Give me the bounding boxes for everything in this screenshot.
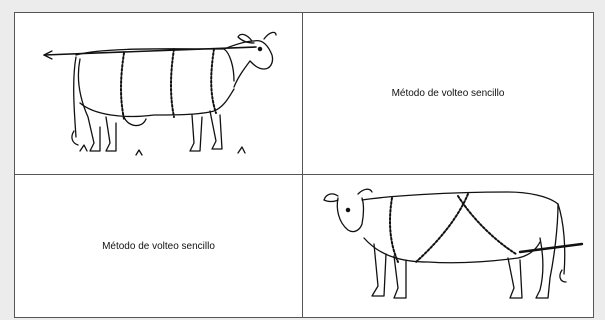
cow-illustration-bottom (323, 188, 584, 299)
figure-table: Método de volteo sencillo Método de volt… (14, 12, 594, 318)
cow-illustration-top (42, 31, 277, 156)
table-divider-horizontal (15, 174, 593, 175)
caption-top-right: Método de volteo sencillo (391, 88, 505, 99)
cell-top-left (15, 13, 302, 174)
cell-bottom-right (303, 175, 593, 317)
caption-bottom-left: Método de volteo sencillo (102, 240, 215, 252)
cell-bottom-left: Método de volteo sencillo (15, 175, 302, 317)
cell-top-right: Método de volteo sencillo (303, 13, 593, 174)
table-divider-vertical (302, 13, 303, 317)
